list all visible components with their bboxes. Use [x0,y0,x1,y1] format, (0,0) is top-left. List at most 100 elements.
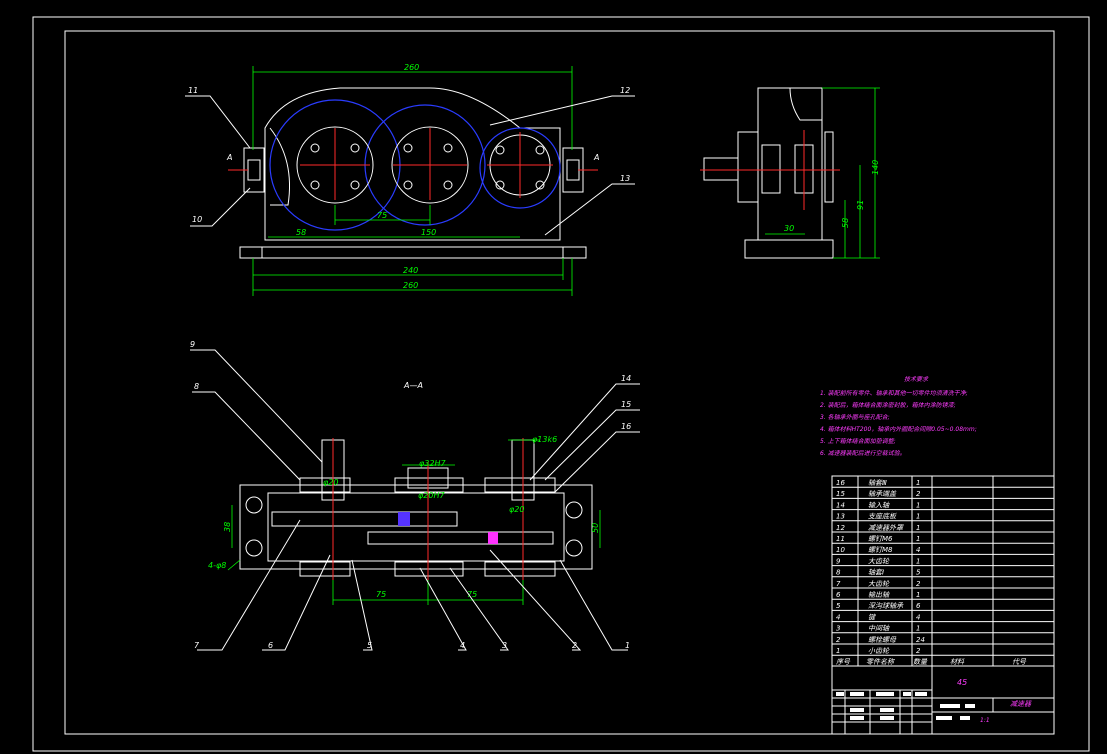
dim-side-width: 30 [784,224,794,233]
callout-2: 2 [572,641,577,650]
bom-cell-name: 轴套Ⅲ [868,479,887,487]
dim-left: 38 [223,522,232,532]
bom-cell-name: 轴承端盖 [868,490,897,498]
dim-bottom-width-1: 240 [403,266,418,275]
bom-cell-no: 6 [836,591,841,599]
bom-cell-no: 11 [836,535,845,543]
bom-cell-name: 螺钉M8 [868,546,893,554]
tech-req-item-1: 1. 装配前所有零件、轴承和其他一切零件均须清洗干净; [820,389,968,397]
outer-border [32,16,1090,752]
bom-cell-name: 键 [868,613,876,621]
bom-cell-qty: 6 [916,602,921,610]
dim-height-1: 140 [871,160,880,175]
bom-cell-no: 1 [836,647,840,655]
section-mark-left: A [226,153,232,162]
main-view: 260 240 260 58 75 150 A A 11 10 12 13 [185,63,635,296]
bom-cell-name: 中间轴 [868,625,890,633]
bom-cell-qty: 1 [916,557,920,565]
callout-14: 14 [621,374,631,383]
bom-cell-name: 小齿轮 [868,647,890,655]
callout-4: 4 [460,641,465,650]
dim-top-width: 260 [404,63,419,72]
title-scale: 1:1 [980,717,990,724]
bom-cell-name: 输出轴 [868,591,890,599]
tech-req-item-5: 5. 上下箱体结合面加垫调整; [820,437,896,445]
bom-header-material: 材料 [950,658,965,666]
bom-cell-name: 大齿轮 [868,580,890,588]
callout-1: 1 [625,641,630,650]
bom-cell-qty: 1 [916,625,920,633]
bom-cell-qty: 2 [916,580,921,588]
bom-header-name: 零件名称 [866,658,895,666]
bom-cell-name: 螺栓螺母 [868,636,897,644]
title-drawing-name: 减速器 [1010,700,1032,708]
dim-center-distance-2: 150 [421,228,436,237]
shaft-dia-1: φ32H7 [419,459,446,468]
bom-cell-no: 5 [836,602,841,610]
side-view: 140 91 58 30 [700,87,880,259]
bom-cell-no: 8 [836,569,841,577]
callout-10: 10 [192,215,202,224]
bom-cell-name: 减速器外罩 [868,524,904,532]
bom-cell-no: 12 [836,524,845,532]
bom-header-qty: 数量 [913,658,928,666]
dim-left-offset: 58 [296,228,306,237]
bom-cell-no: 13 [836,513,845,521]
title-material: 45 [957,678,967,687]
shaft-dia-2: φ13k6 [532,435,557,444]
technical-requirements: 技术要求 1. 装配前所有零件、轴承和其他一切零件均须清洗干净; 2. 装配后，… [820,375,977,457]
bom-cell-qty: 2 [916,647,921,655]
tech-req-title: 技术要求 [904,375,929,383]
bom-cell-qty: 4 [916,613,920,621]
tech-req-item-4: 4. 箱体材料HT200，轴承内外圈配合间隙0.05~0.08mm; [820,425,977,433]
bom-cell-name: 螺钉M6 [868,535,893,543]
bom-cell-name: 大齿轮 [868,557,890,565]
bom-cell-no: 15 [836,490,845,498]
shaft-dia-3: φ20H7 [418,491,445,500]
bom-cell-name: 深沟球轴承 [868,602,904,610]
title-block: 45 减速器 1:1 [831,665,1055,735]
callout-5: 5 [367,641,372,650]
bom-cell-qty: 4 [916,546,920,554]
section-title: A—A [403,381,423,390]
callout-11: 11 [188,86,198,95]
bom-cell-qty: 5 [916,569,921,577]
callout-12: 12 [620,86,630,95]
bom-cell-qty: 1 [916,535,920,543]
shaft-dia-4: φ20 [323,478,338,487]
bom-cell-no: 10 [836,546,845,554]
bom-cell-qty: 24 [916,636,925,644]
tech-req-item-6: 6. 减速器装配后进行空载试验。 [820,449,906,457]
callout-13: 13 [620,174,630,183]
callout-15: 15 [621,400,631,409]
section-mark-right: A [593,153,599,162]
bom-cell-name: 输入轴 [868,501,890,509]
bom-cell-no: 9 [836,557,841,565]
dim-spacing-2: 75 [467,590,477,599]
dim-center-distance-1: 75 [377,211,387,220]
bom-cell-name: 轴套Ⅰ [868,569,884,577]
bom-cell-no: 14 [836,501,845,509]
hole-spec: 4-φ8 [208,561,226,570]
callout-3: 3 [502,641,507,650]
bom-cell-no: 4 [836,613,840,621]
bom-cell-qty: 1 [916,501,920,509]
callout-16: 16 [621,422,631,431]
dim-height-3: 58 [841,218,850,228]
bom-cell-qty: 1 [916,524,920,532]
bom-cell-qty: 2 [916,490,921,498]
bom-cell-no: 2 [836,636,841,644]
dim-bottom-width-2: 260 [403,281,418,290]
bom-cell-name: 支座底板 [868,513,897,521]
callout-6: 6 [268,641,273,650]
bom-header-code: 代号 [1012,658,1027,666]
bom-cell-qty: 1 [916,513,920,521]
shaft-dia-5: φ20 [509,505,524,514]
callout-8: 8 [194,382,199,391]
bom-cell-no: 3 [836,625,840,633]
inner-border [64,30,1055,735]
bolt-holes-main [310,143,545,190]
callout-7: 7 [194,641,200,650]
